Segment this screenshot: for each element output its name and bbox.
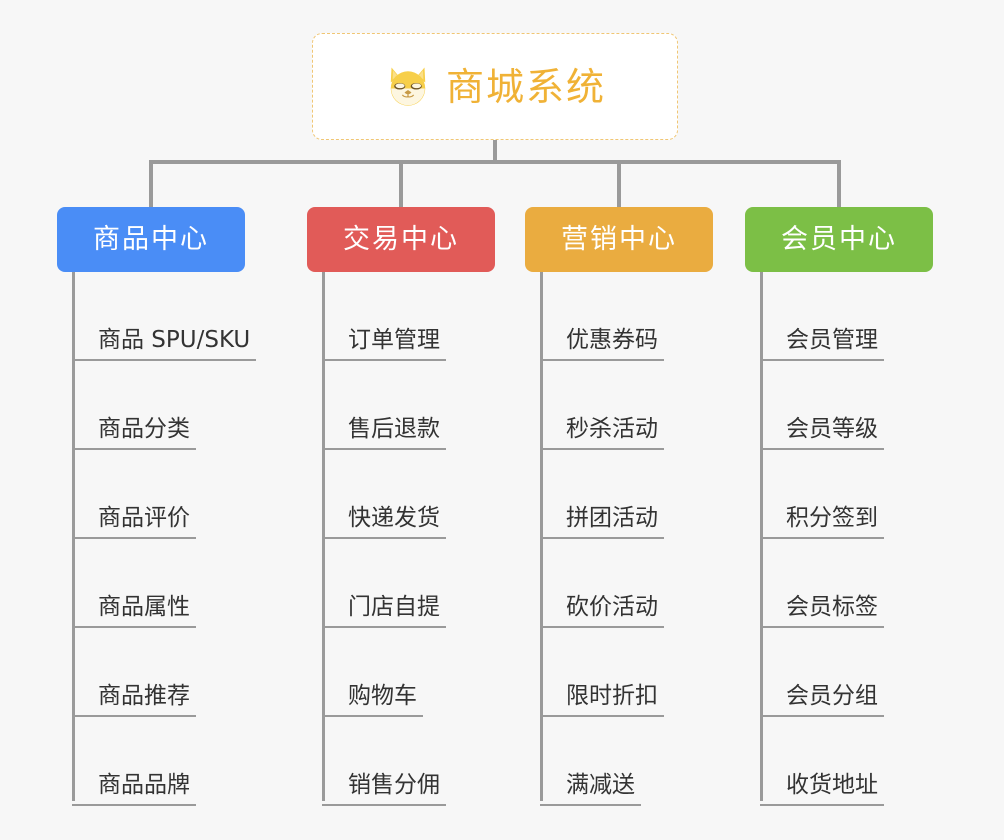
category-header-member[interactable]: 会员中心 [745, 207, 933, 272]
root-node-shop-system[interactable]: 商城系统 [312, 33, 678, 140]
list-item[interactable]: 会员分组 [760, 628, 884, 717]
list-item-label: 会员标签 [760, 594, 884, 628]
list-item-label: 快递发货 [322, 505, 446, 539]
column-spine [760, 272, 763, 801]
category-label: 交易中心 [343, 224, 459, 255]
list-item[interactable]: 商品属性 [72, 539, 196, 628]
list-item-label: 砍价活动 [540, 594, 664, 628]
list-item-label: 门店自提 [322, 594, 446, 628]
list-item[interactable]: 优惠券码 [540, 272, 664, 361]
category-header-marketing[interactable]: 营销中心 [525, 207, 713, 272]
list-item-label: 拼团活动 [540, 505, 664, 539]
category-header-trade[interactable]: 交易中心 [307, 207, 495, 272]
list-item[interactable]: 积分签到 [760, 450, 884, 539]
list-item[interactable]: 限时折扣 [540, 628, 664, 717]
list-item-label: 订单管理 [322, 327, 446, 361]
list-item[interactable]: 会员等级 [760, 361, 884, 450]
list-item[interactable]: 砍价活动 [540, 539, 664, 628]
list-item-label: 限时折扣 [540, 683, 664, 717]
connector-drop-4 [837, 160, 841, 207]
category-header-product[interactable]: 商品中心 [57, 207, 245, 272]
connector-drop-2 [399, 160, 403, 207]
list-item-label: 购物车 [322, 683, 423, 717]
list-item[interactable]: 秒杀活动 [540, 361, 664, 450]
list-item[interactable]: 门店自提 [322, 539, 446, 628]
root-node-title: 商城系统 [445, 64, 606, 109]
list-item-label: 会员等级 [760, 416, 884, 450]
category-label: 商品中心 [93, 224, 209, 255]
column-spine [72, 272, 75, 801]
list-item-label: 会员管理 [760, 327, 884, 361]
list-item[interactable]: 收货地址 [760, 717, 884, 806]
list-item-label: 积分签到 [760, 505, 884, 539]
category-label: 会员中心 [781, 224, 897, 255]
connector-root-stem [493, 140, 497, 164]
list-item[interactable]: 商品品牌 [72, 717, 196, 806]
column-spine [540, 272, 543, 801]
list-item[interactable]: 拼团活动 [540, 450, 664, 539]
list-item[interactable]: 会员标签 [760, 539, 884, 628]
list-item-label: 满减送 [540, 772, 641, 806]
list-item[interactable]: 售后退款 [322, 361, 446, 450]
list-item[interactable]: 满减送 [540, 717, 641, 806]
list-item-label: 商品 SPU/SKU [72, 327, 257, 361]
shiba-dog-icon [390, 67, 426, 106]
list-item[interactable]: 会员管理 [760, 272, 884, 361]
category-label: 营销中心 [561, 224, 677, 255]
connector-bus [149, 160, 841, 164]
column-spine [322, 272, 325, 801]
list-item-label: 商品品牌 [72, 772, 196, 806]
list-item-label: 售后退款 [322, 416, 446, 450]
list-item-label: 收货地址 [760, 772, 884, 806]
list-item-label: 会员分组 [760, 683, 884, 717]
connector-drop-3 [617, 160, 621, 207]
list-item-label: 优惠券码 [540, 327, 664, 361]
list-item-label: 商品推荐 [72, 683, 196, 717]
list-item[interactable]: 商品推荐 [72, 628, 196, 717]
list-item[interactable]: 商品 SPU/SKU [72, 272, 257, 361]
connector-drop-1 [149, 160, 153, 207]
list-item[interactable]: 购物车 [322, 628, 423, 717]
list-item[interactable]: 商品分类 [72, 361, 196, 450]
list-item-label: 商品属性 [72, 594, 196, 628]
list-item-label: 商品评价 [72, 505, 196, 539]
list-item[interactable]: 销售分佣 [322, 717, 446, 806]
list-item[interactable]: 商品评价 [72, 450, 196, 539]
list-item-label: 销售分佣 [322, 772, 446, 806]
list-item[interactable]: 快递发货 [322, 450, 446, 539]
list-item[interactable]: 订单管理 [322, 272, 446, 361]
list-item-label: 秒杀活动 [540, 416, 664, 450]
list-item-label: 商品分类 [72, 416, 196, 450]
